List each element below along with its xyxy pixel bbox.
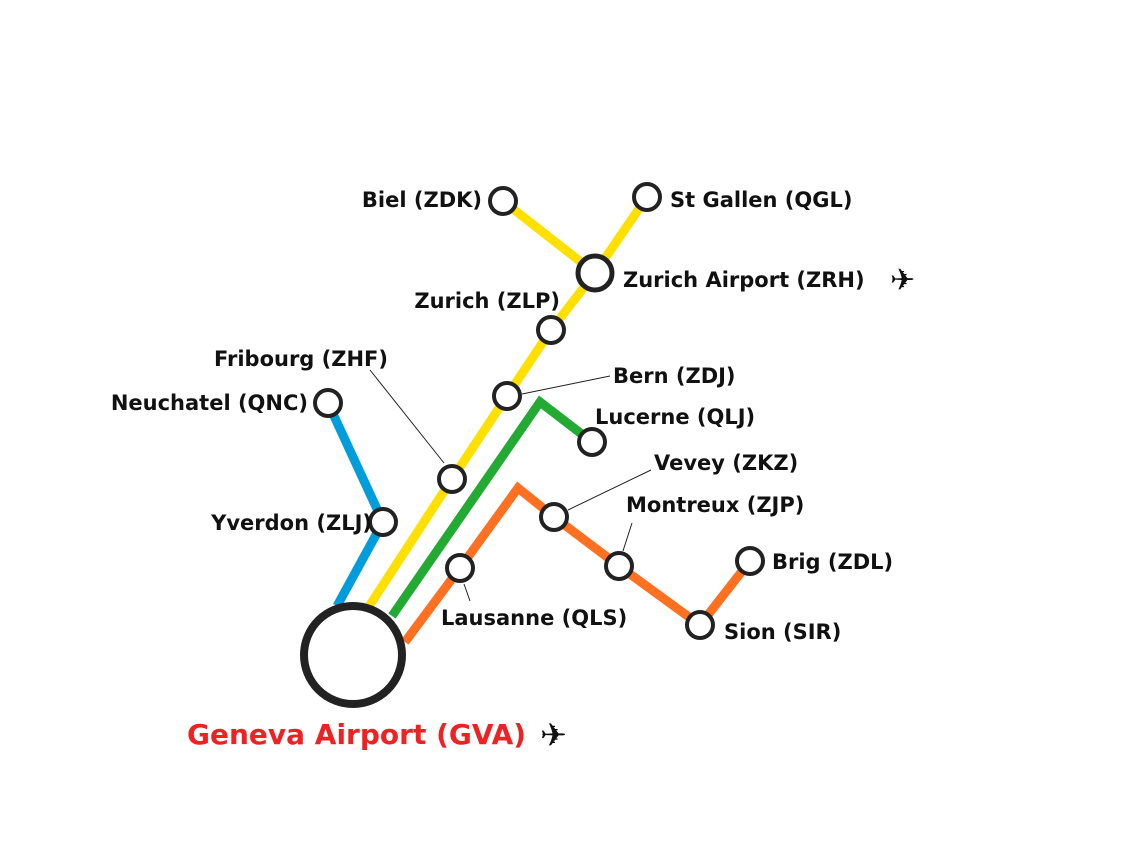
leader-fribourg bbox=[369, 369, 445, 464]
station-zurich-airport[interactable] bbox=[575, 253, 615, 293]
blue-line bbox=[323, 401, 389, 609]
label-zurich-airport: Zurich Airport (ZRH) bbox=[623, 268, 865, 292]
station-sion[interactable] bbox=[685, 610, 715, 640]
station-biel[interactable] bbox=[488, 186, 518, 216]
green-line bbox=[388, 395, 595, 619]
label-montreux: Montreux (ZJP) bbox=[626, 493, 804, 517]
station-lucerne[interactable] bbox=[577, 427, 607, 457]
station-vevey[interactable] bbox=[539, 502, 569, 532]
label-lausanne: Lausanne (QLS) bbox=[441, 606, 627, 630]
label-fribourg: Fribourg (ZHF) bbox=[214, 347, 388, 371]
label-sion: Sion (SIR) bbox=[724, 620, 841, 644]
label-biel: Biel (ZDK) bbox=[362, 188, 482, 212]
station-lausanne[interactable] bbox=[445, 553, 475, 583]
label-yverdon: Yverdon (ZLJ) bbox=[210, 511, 372, 535]
leader-bern bbox=[521, 375, 611, 395]
label-geneva-airport: Geneva Airport (GVA) bbox=[187, 718, 526, 751]
label-lucerne: Lucerne (QLJ) bbox=[595, 405, 755, 429]
station-montreux[interactable] bbox=[604, 551, 634, 581]
station-stgallen[interactable] bbox=[632, 182, 662, 212]
station-fribourg[interactable] bbox=[437, 464, 467, 494]
label-neuchatel: Neuchatel (QNC) bbox=[111, 391, 308, 415]
label-zurich: Zurich (ZLP) bbox=[414, 289, 560, 313]
station-bern[interactable] bbox=[492, 381, 522, 411]
leader-lausanne bbox=[463, 583, 471, 602]
station-brig[interactable] bbox=[735, 546, 765, 576]
label-stgallen: St Gallen (QGL) bbox=[670, 188, 852, 212]
airplane-icon: ✈ bbox=[540, 716, 567, 754]
airplane-icon: ✈ bbox=[890, 263, 915, 298]
station-geneva-airport[interactable] bbox=[300, 602, 406, 708]
label-brig: Brig (ZDL) bbox=[772, 550, 893, 574]
leader-vevey bbox=[567, 469, 652, 511]
label-vevey: Vevey (ZKZ) bbox=[654, 451, 798, 475]
leader-montreux bbox=[622, 522, 633, 552]
station-zurich[interactable] bbox=[536, 315, 566, 345]
label-bern: Bern (ZDJ) bbox=[613, 364, 736, 388]
station-yverdon[interactable] bbox=[368, 507, 398, 537]
station-neuchatel[interactable] bbox=[313, 388, 343, 418]
